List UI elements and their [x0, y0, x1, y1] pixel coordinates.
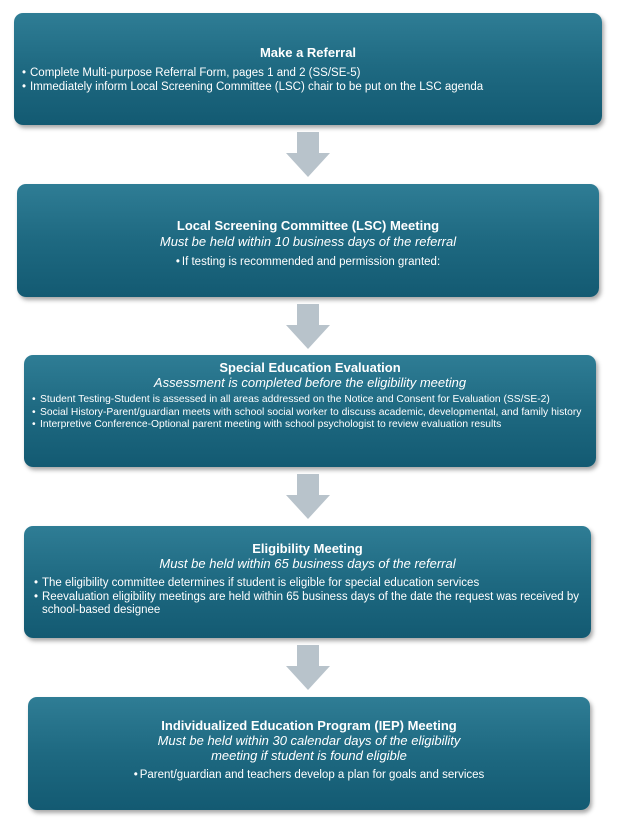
step-bullet-list: If testing is recommended and permission… — [25, 255, 591, 269]
step-deadline-line: Must be held within 10 business days of … — [159, 234, 457, 249]
step-bullet-list: Complete Multi-purpose Referral Form, pa… — [22, 66, 594, 94]
down-arrow-icon — [286, 474, 330, 519]
list-item: Immediately inform Local Screening Commi… — [22, 80, 594, 94]
step-make-referral: Make a Referral Complete Multi-purpose R… — [14, 13, 602, 125]
step-deadline-line: Must be held within 65 business days of … — [159, 556, 456, 571]
list-item: Reevaluation eligibility meetings are he… — [34, 591, 581, 618]
step-deadline: Must be held within 30 calendar days of … — [36, 733, 582, 763]
step-deadline: Must be held within 65 business days of … — [34, 556, 581, 571]
step-bullet-list: The eligibility committee determines if … — [34, 577, 581, 618]
down-arrow-icon — [286, 304, 330, 349]
list-item: The eligibility committee determines if … — [34, 577, 581, 591]
step-title: Eligibility Meeting — [252, 541, 363, 556]
step-title: Individualized Education Program (IEP) M… — [161, 718, 457, 733]
down-arrow-icon — [286, 132, 330, 177]
step-deadline: Assessment is completed before the eligi… — [32, 375, 588, 390]
list-item: Social History-Parent/guardian meets wit… — [32, 407, 588, 419]
step-iep-meeting: Individualized Education Program (IEP) M… — [28, 697, 590, 810]
step-bullet-list: Student Testing-Student is assessed in a… — [32, 394, 588, 431]
list-item: Parent/guardian and teachers develop a p… — [36, 768, 582, 782]
step-eligibility-meeting: Eligibility Meeting Must be held within … — [24, 526, 591, 638]
step-lsc-meeting: Local Screening Committee (LSC) Meeting … — [17, 184, 599, 297]
step-special-education-evaluation: Special Education Evaluation Assessment … — [24, 355, 596, 467]
list-item: Interpretive Conference-Optional parent … — [32, 419, 588, 431]
down-arrow-icon — [286, 645, 330, 690]
step-title: Make a Referral — [259, 45, 357, 60]
list-item: If testing is recommended and permission… — [25, 255, 591, 269]
step-deadline: Must be held within 10 business days of … — [25, 234, 591, 250]
step-deadline-line: meeting if student is found eligible — [211, 748, 407, 763]
step-deadline-line: Assessment is completed before the eligi… — [153, 375, 467, 390]
list-item: Complete Multi-purpose Referral Form, pa… — [22, 66, 594, 80]
step-bullet-list: Parent/guardian and teachers develop a p… — [36, 768, 582, 782]
step-title: Local Screening Committee (LSC) Meeting — [176, 218, 440, 233]
list-item: Student Testing-Student is assessed in a… — [32, 394, 588, 406]
step-title: Special Education Evaluation — [219, 360, 401, 375]
step-deadline-line: Must be held within 30 calendar days of … — [157, 733, 461, 748]
